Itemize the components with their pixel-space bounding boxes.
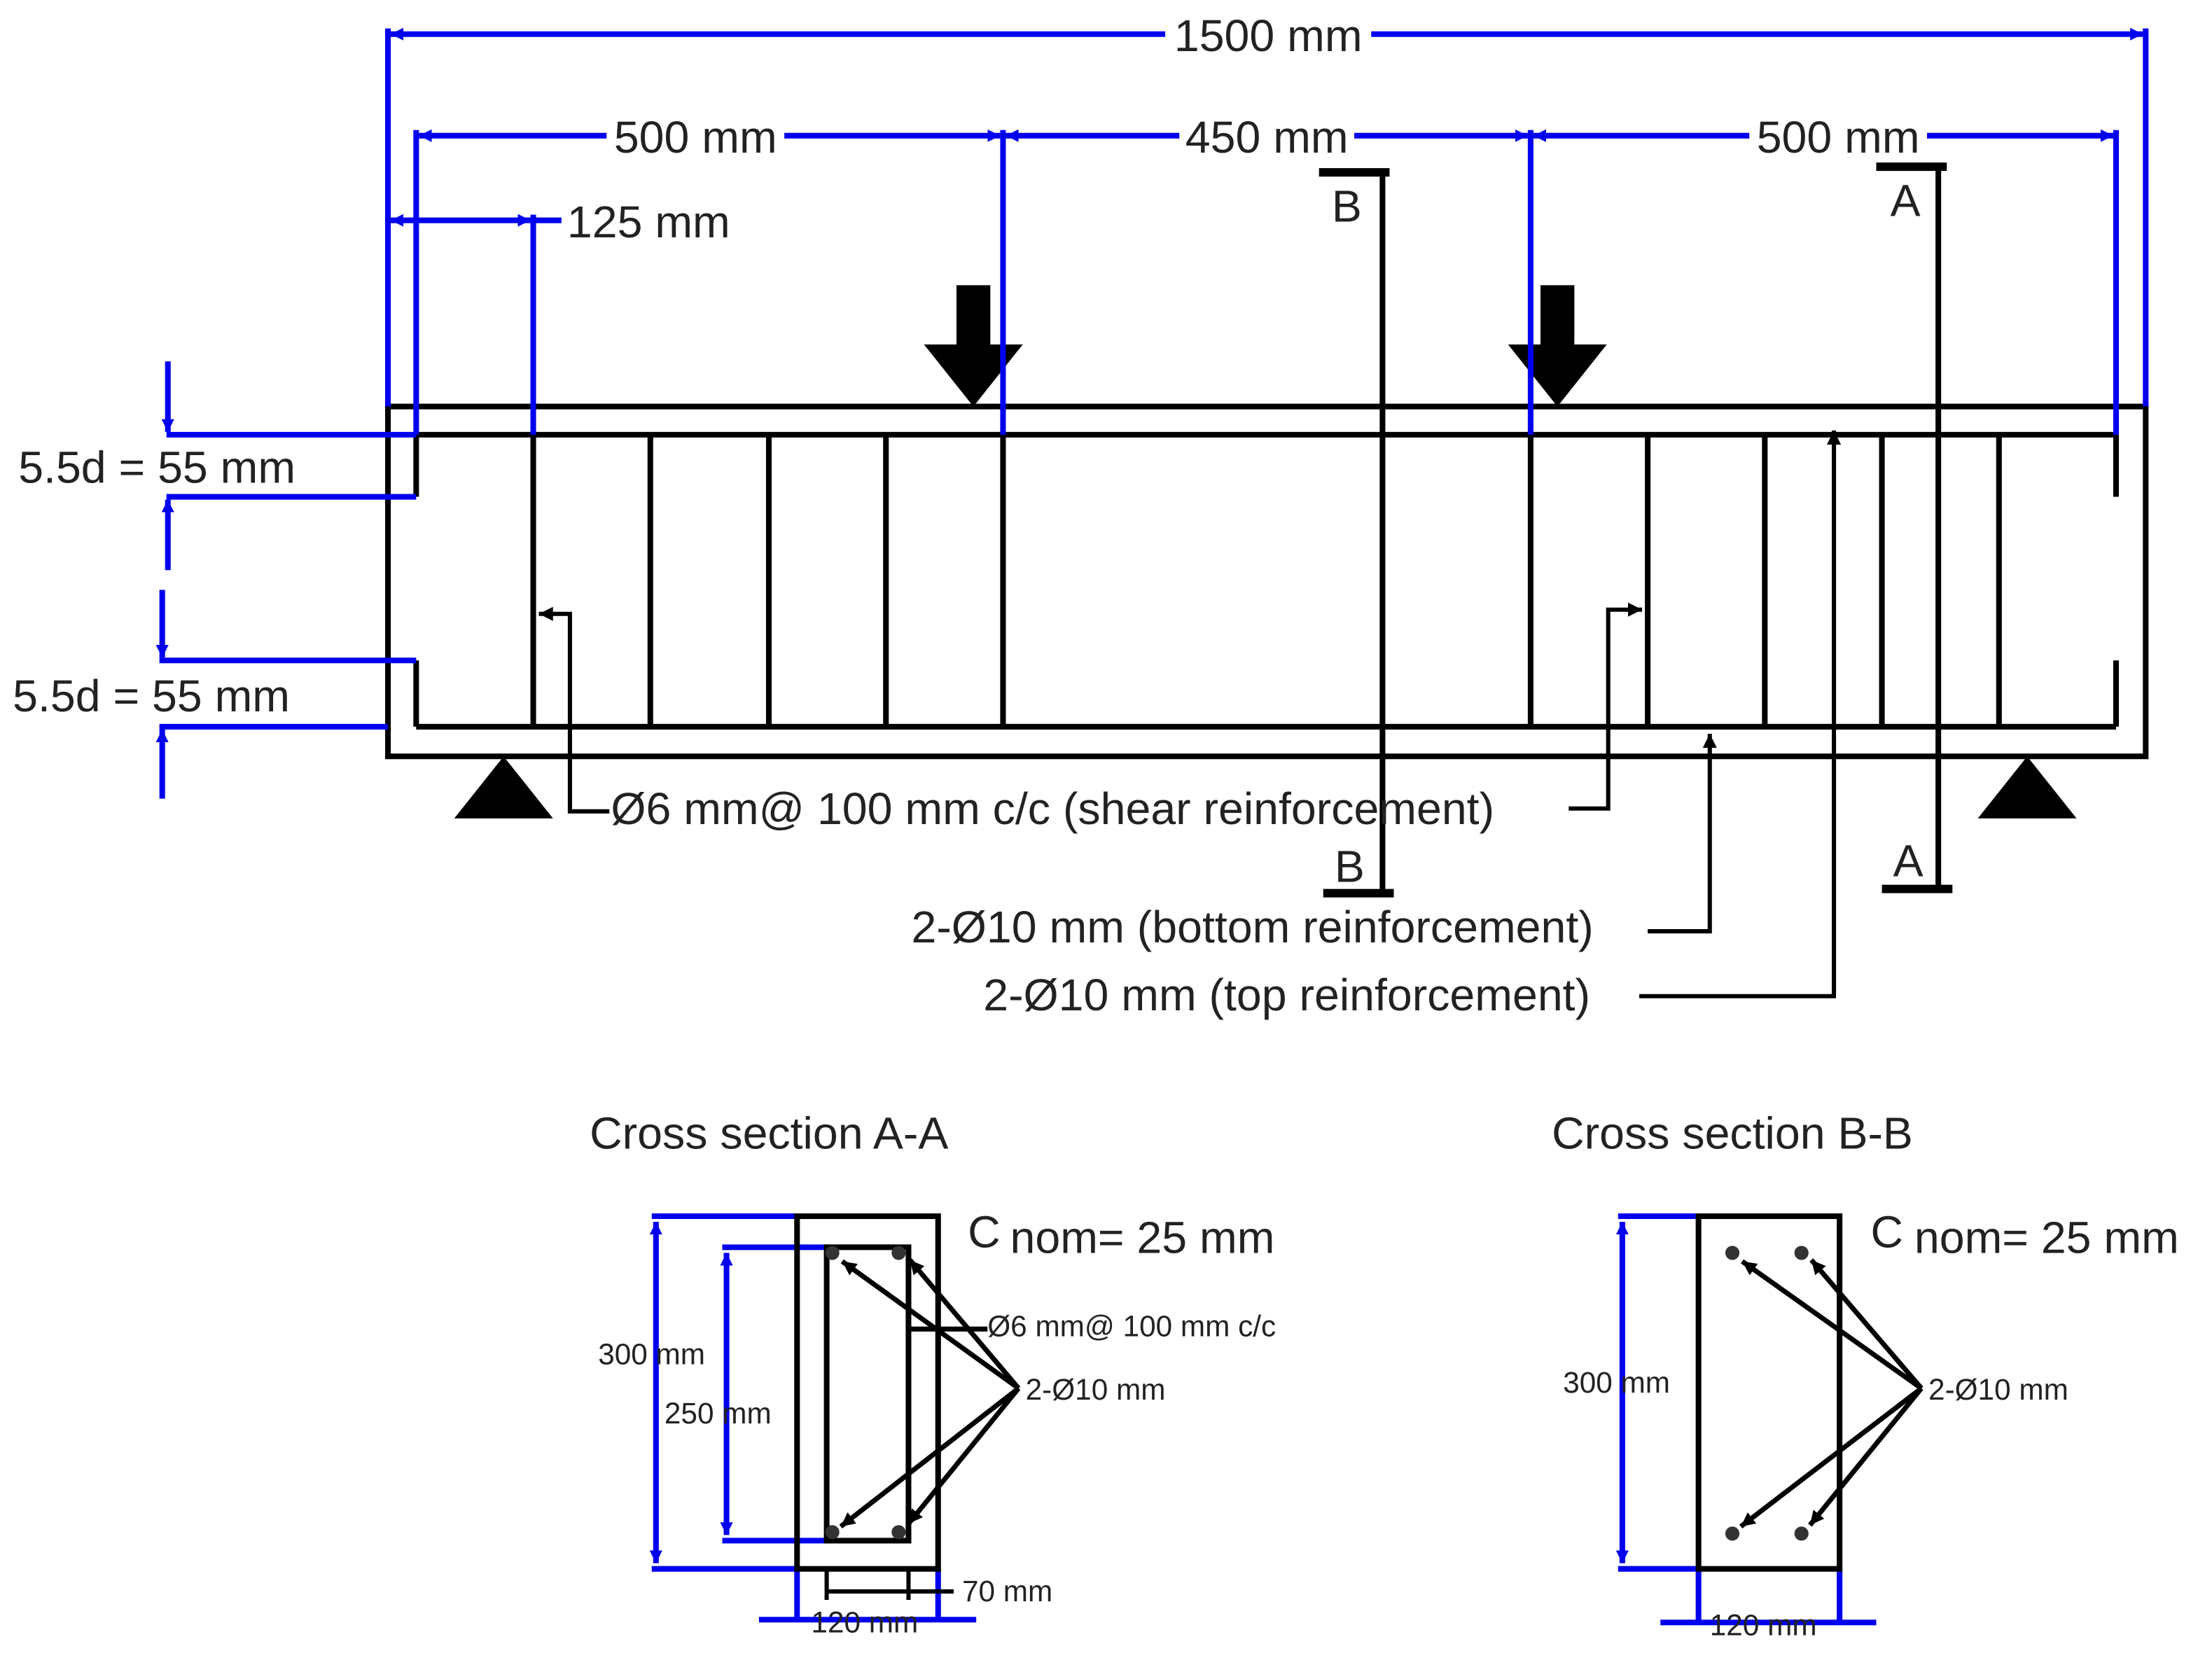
section-aa-stirrup-label: Ø6 mm@ 100 mm c/c xyxy=(987,1309,1276,1342)
dim-top-anchorage: 5.5d = 55 mm xyxy=(18,442,295,492)
beam-outline xyxy=(385,403,2149,760)
section-aa-outline xyxy=(794,1213,941,1572)
section-bb-outline xyxy=(1695,1213,1843,1572)
section-bb-width: 120 mm xyxy=(1710,1608,1817,1641)
point-load-right xyxy=(1508,285,1607,407)
section-bb-cover-symbol: C xyxy=(1870,1206,1903,1257)
section-aa-inner-height: 250 mm xyxy=(665,1397,772,1430)
support-left xyxy=(454,756,553,818)
section-aa-cover-symbol: C xyxy=(968,1206,1001,1257)
beam-elevation: B B A A Ø6 mm@ 100 mm c/c (shear reinfor… xyxy=(385,162,2149,1020)
dim-total: 1500 mm xyxy=(1174,11,1363,61)
section-bb-bars-label: 2-Ø10 mm xyxy=(1928,1373,2068,1406)
section-bb-cover-text: nom= 25 mm xyxy=(1914,1212,2179,1262)
point-load-left xyxy=(924,285,1023,407)
section-bb-height: 300 mm xyxy=(1563,1366,1670,1399)
section-aa-cover-text: nom= 25 mm xyxy=(1010,1212,1275,1262)
shear-reinforcement-label: Ø6 mm@ 100 mm c/c (shear reinforcement) xyxy=(611,783,1494,834)
dim-right-span: 500 mm xyxy=(1757,112,1920,162)
stirrups xyxy=(530,434,2002,727)
section-aa-width: 120 mm xyxy=(811,1605,918,1638)
dim-first-stirrup: 125 mm xyxy=(567,197,730,247)
section-bb-title: Cross section B-B xyxy=(1552,1108,1913,1158)
cross-section-bb: Cross section B-B C nom= 25 mm 2-Ø10 mm … xyxy=(1552,1108,2179,1641)
section-mark-b-bottom: B xyxy=(1335,842,1365,892)
section-aa-bars xyxy=(825,1246,906,1540)
section-mark-b-top: B xyxy=(1332,181,1362,232)
section-aa-inner-width: 70 mm xyxy=(962,1575,1052,1608)
leader-lines xyxy=(538,430,1842,998)
section-cut-a: A A xyxy=(1876,162,1953,893)
dim-left-span: 500 mm xyxy=(614,112,777,162)
bottom-reinforcement-label: 2-Ø10 mm (bottom reinforcement) xyxy=(911,902,1593,952)
section-cut-b: B B xyxy=(1319,168,1394,898)
support-right xyxy=(1977,756,2077,818)
section-aa-stirrup xyxy=(823,1244,912,1544)
section-mark-a-top: A xyxy=(1891,176,1921,226)
top-reinforcement-label: 2-Ø10 mm (top reinforcement) xyxy=(983,970,1590,1020)
elevation-dimensions: 1500 mm 500 mm 450 mm 500 mm 125 mm 5.5d… xyxy=(13,11,2149,799)
section-mark-a-bottom: A xyxy=(1893,835,1924,886)
cross-section-aa: Cross section A-A C nom= 25 mm xyxy=(590,1108,1276,1638)
section-aa-height: 300 mm xyxy=(598,1338,705,1371)
section-aa-bars-label: 2-Ø10 mm xyxy=(1026,1373,1166,1406)
dim-bottom-anchorage: 5.5d = 55 mm xyxy=(13,671,290,721)
dim-middle-span: 450 mm xyxy=(1185,112,1349,162)
section-aa-title: Cross section A-A xyxy=(590,1108,948,1158)
section-bb-bars xyxy=(1725,1246,1809,1541)
